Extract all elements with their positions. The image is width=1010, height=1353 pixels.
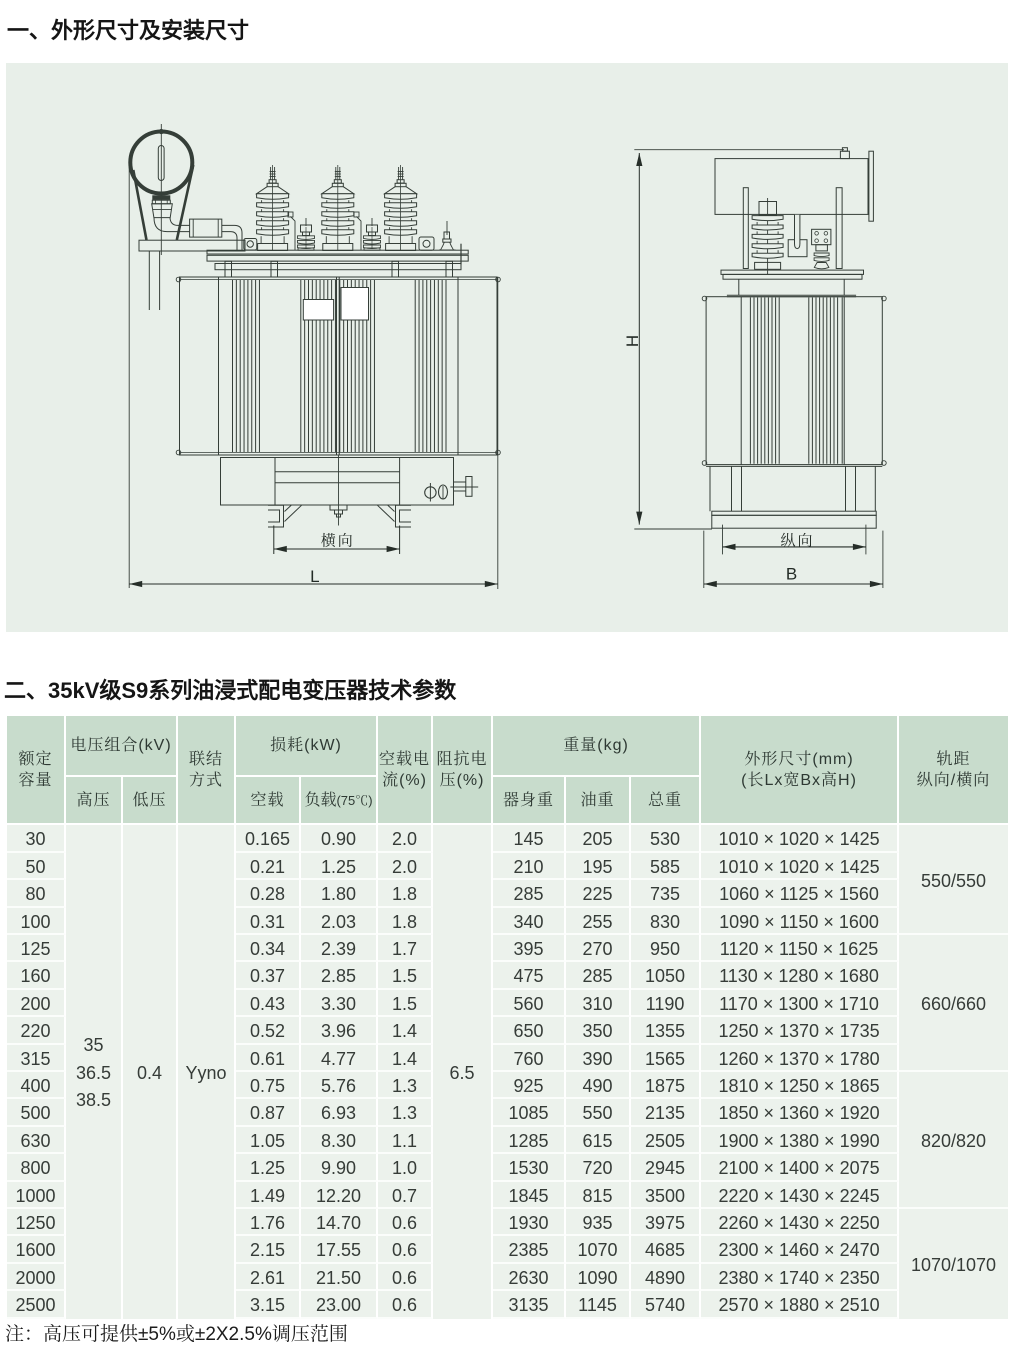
svg-text:横向: 横向 [321,532,355,550]
svg-text:B: B [786,565,797,584]
svg-text:H: H [623,335,642,347]
svg-text:L: L [310,567,319,586]
svg-text:纵向: 纵向 [780,533,814,550]
